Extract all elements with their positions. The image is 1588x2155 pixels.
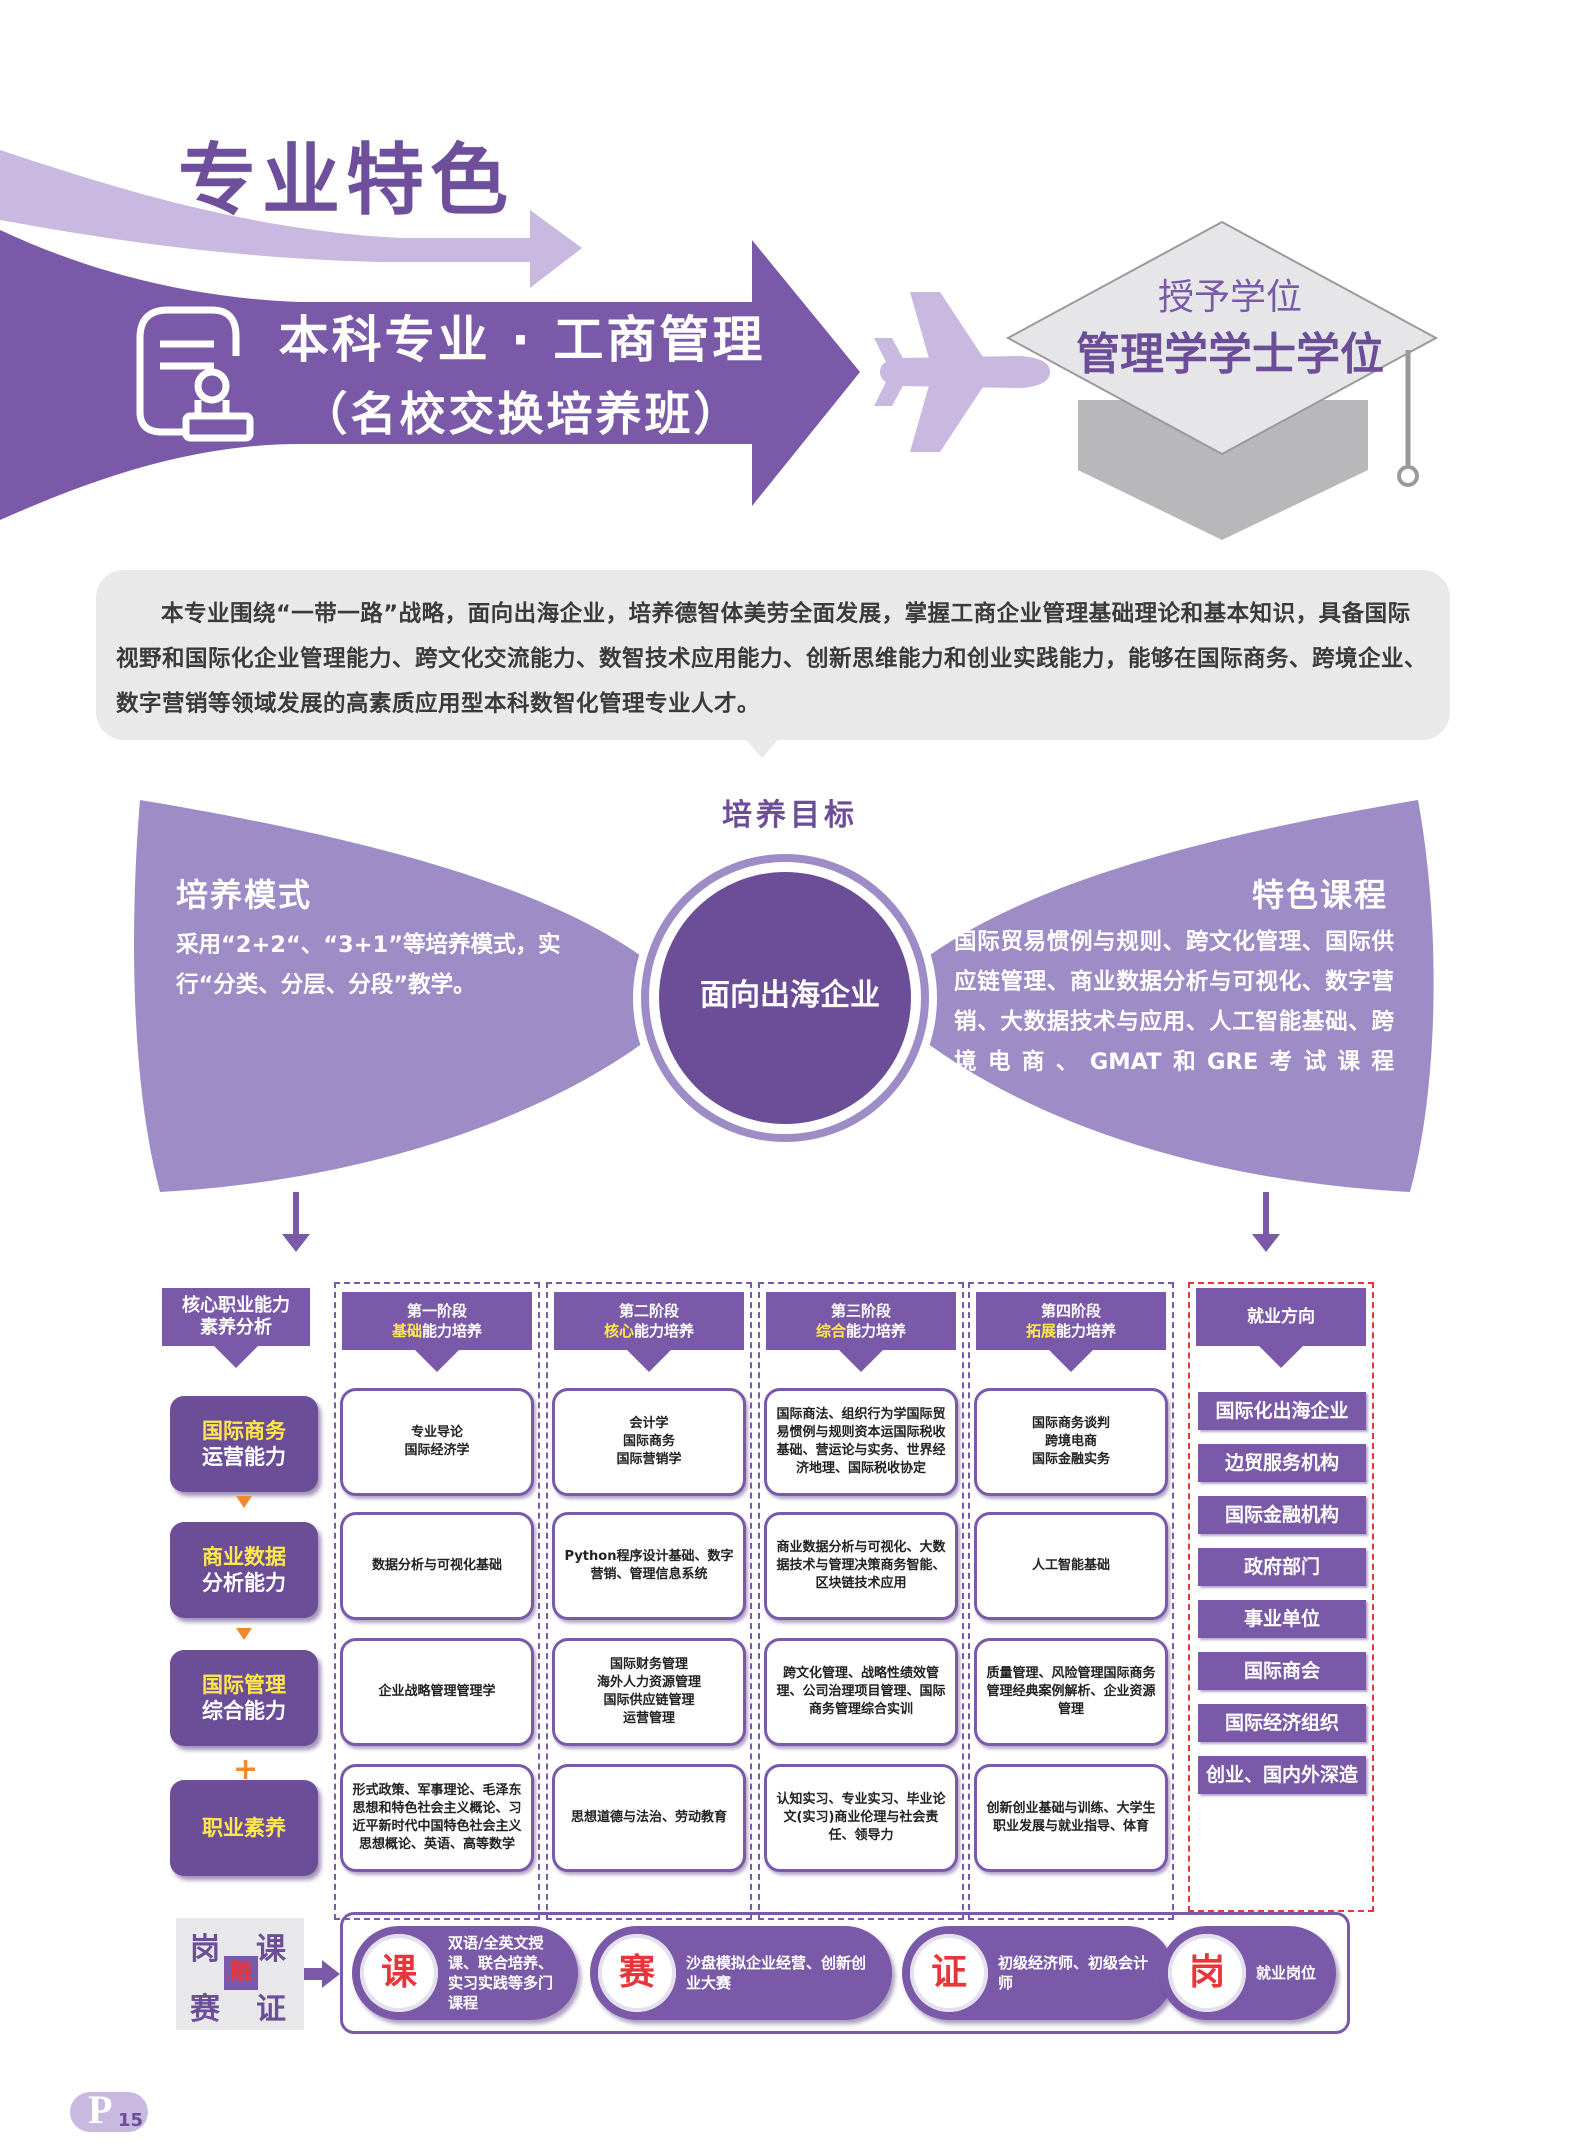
fusion-pill: 课双语/全英文授课、联合培养、实习实践等多门课程 bbox=[352, 1926, 578, 2020]
document-certificate-icon bbox=[136, 306, 254, 442]
course-cell: 创新创业基础与训练、大学生职业发展与就业指导、体育 bbox=[974, 1764, 1168, 1872]
training-goal-graphic bbox=[134, 740, 1434, 1252]
goal-text: 面向出海企业 bbox=[700, 978, 880, 1013]
fusion-pill-icon: 岗 bbox=[1168, 1934, 1246, 2012]
degree-name: 管理学学士学位 bbox=[1076, 329, 1384, 380]
stage-down-arrow-1 bbox=[415, 1350, 459, 1372]
stage-down-arrow-4 bbox=[1049, 1350, 1093, 1372]
course-cell: 会计学 国际商务 国际营销学 bbox=[552, 1388, 746, 1496]
course-cell: 人工智能基础 bbox=[974, 1512, 1168, 1620]
job-item: 国际经济组织 bbox=[1198, 1704, 1366, 1742]
job-item: 国际金融机构 bbox=[1198, 1496, 1366, 1534]
stage-head-1: 第一阶段基础能力培养 bbox=[342, 1292, 532, 1350]
fusion-center: 融 bbox=[224, 1956, 258, 1990]
fusion-pill: 证初级经济师、初级会计师 bbox=[902, 1926, 1174, 2020]
stage-column-2 bbox=[546, 1282, 752, 1920]
fusion-frame bbox=[340, 1912, 1350, 2034]
ability-international-business: 国际商务 运营能力 bbox=[170, 1396, 318, 1492]
job-down-arrow bbox=[1259, 1346, 1303, 1368]
fusion-top-right: 课 bbox=[256, 1932, 286, 1967]
page-number-badge bbox=[70, 2092, 148, 2132]
course-cell: 企业战略管理管理学 bbox=[340, 1638, 534, 1746]
course-cell: 数据分析与可视化基础 bbox=[340, 1512, 534, 1620]
course-cell: 国际财务管理 海外人力资源管理 国际供应链管理 运营管理 bbox=[552, 1638, 746, 1746]
feature-courses-text: 国际贸易惯例与规则、跨文化管理、国际供应链管理、商业数据分析与可视化、数字营销、… bbox=[954, 929, 1394, 1075]
fusion-pill-icon: 赛 bbox=[598, 1934, 676, 2012]
stage-head-2: 第二阶段核心能力培养 bbox=[554, 1292, 744, 1350]
mode-text: 采用“2+2“、“3+1”等培养模式，实行“分类、分层、分段”教学。 bbox=[176, 932, 561, 998]
core-ability-head: 核心职业能力 素养分析 bbox=[162, 1288, 310, 1346]
goal-title: 培养目标 bbox=[722, 798, 858, 833]
page-title: 专业特色 bbox=[178, 136, 515, 226]
orange-arrow-2 bbox=[236, 1628, 252, 1640]
job-item: 创业、国内外深造 bbox=[1198, 1756, 1366, 1794]
fusion-bottom-left: 赛 bbox=[190, 1992, 220, 2027]
plane-icon bbox=[874, 292, 1050, 452]
course-cell: 形式政策、军事理论、毛泽东思想和特色社会主义概论、习近平新时代中国特色社会主义思… bbox=[340, 1764, 534, 1872]
fusion-bottom-right: 证 bbox=[256, 1992, 286, 2027]
ability-international-management: 国际管理 综合能力 bbox=[170, 1650, 318, 1746]
feature-courses-title: 特色课程 bbox=[1251, 876, 1388, 914]
fusion-pill-icon: 证 bbox=[910, 1934, 988, 2012]
program-title: 本科专业 · 工商管理 bbox=[278, 311, 766, 369]
fusion-pill: 岗就业岗位 bbox=[1160, 1926, 1336, 2020]
orange-arrow-1 bbox=[236, 1496, 252, 1508]
ability-business-data: 商业数据 分析能力 bbox=[170, 1522, 318, 1618]
degree-label: 授予学位 bbox=[1157, 277, 1302, 318]
stage-down-arrow-2 bbox=[627, 1350, 671, 1372]
course-cell: Python程序设计基础、数字营销、管理信息系统 bbox=[552, 1512, 746, 1620]
job-item: 国际商会 bbox=[1198, 1652, 1366, 1690]
core-down-arrow bbox=[214, 1346, 258, 1368]
intro-text: 本专业围绕“一带一路”战略，面向出海企业，培养德智体美劳全面发展，掌握工商企业管… bbox=[116, 601, 1428, 717]
graduation-cap-icon bbox=[1005, 220, 1439, 540]
ability-professionalism: 职业素养 bbox=[170, 1780, 318, 1876]
course-cell: 跨文化管理、战略性绩效管理、公司治理项目管理、国际商务管理综合实训 bbox=[764, 1638, 958, 1746]
fusion-pill-icon: 课 bbox=[360, 1934, 438, 2012]
job-column bbox=[1188, 1282, 1374, 1912]
stage-column-3 bbox=[758, 1282, 964, 1920]
stage-column-4 bbox=[968, 1282, 1174, 1920]
job-head: 就业方向 bbox=[1196, 1288, 1366, 1346]
course-cell: 商业数据分析与可视化、大数据技术与管理决策商务智能、区块链技术应用 bbox=[764, 1512, 958, 1620]
fusion-pill: 赛沙盘模拟企业经营、创新创业大赛 bbox=[590, 1926, 892, 2020]
page-letter: P bbox=[88, 2087, 113, 2132]
course-cell: 思想道德与法治、劳动教育 bbox=[552, 1764, 746, 1872]
banner-graphic bbox=[0, 150, 1439, 540]
intro-box bbox=[96, 570, 1450, 740]
course-cell: 认知实习、专业实习、毕业论文(实习)商业伦理与社会责任、领导力 bbox=[764, 1764, 958, 1872]
mode-title: 培养模式 bbox=[176, 876, 313, 914]
fusion-pill-text: 就业岗位 bbox=[1256, 1964, 1317, 1982]
job-item: 国际化出海企业 bbox=[1198, 1392, 1366, 1430]
course-cell: 国际商务谈判 跨境电商 国际金融实务 bbox=[974, 1388, 1168, 1496]
job-item: 政府部门 bbox=[1198, 1548, 1366, 1586]
page-number: 15 bbox=[118, 2110, 144, 2131]
fusion-arrow-icon bbox=[304, 1960, 340, 1988]
course-cell: 国际商法、组织行为学国际贸易惯例与规则资本运国际税收基础、营运论与实务、世界经济… bbox=[764, 1388, 958, 1496]
fusion-pill-text: 沙盘模拟企业经营、创新创业大赛 bbox=[686, 1954, 867, 1992]
fusion-pill-text: 初级经济师、初级会计师 bbox=[998, 1954, 1149, 1992]
job-item: 事业单位 bbox=[1198, 1600, 1366, 1638]
stage-down-arrow-3 bbox=[839, 1350, 883, 1372]
stage-head-4: 第四阶段拓展能力培养 bbox=[976, 1292, 1166, 1350]
job-item: 边贸服务机构 bbox=[1198, 1444, 1366, 1482]
program-subtitle: （名校交换培养班） bbox=[301, 387, 743, 441]
stage-column-1 bbox=[334, 1282, 540, 1920]
fusion-top-left: 岗 bbox=[190, 1932, 220, 1967]
course-cell: 质量管理、风险管理国际商务管理经典案例解析、企业资源管理 bbox=[974, 1638, 1168, 1746]
stage-head-3: 第三阶段综合能力培养 bbox=[766, 1292, 956, 1350]
course-cell: 专业导论 国际经济学 bbox=[340, 1388, 534, 1496]
fusion-pill-text: 双语/全英文授课、联合培养、实习实践等多门课程 bbox=[448, 1934, 554, 2012]
